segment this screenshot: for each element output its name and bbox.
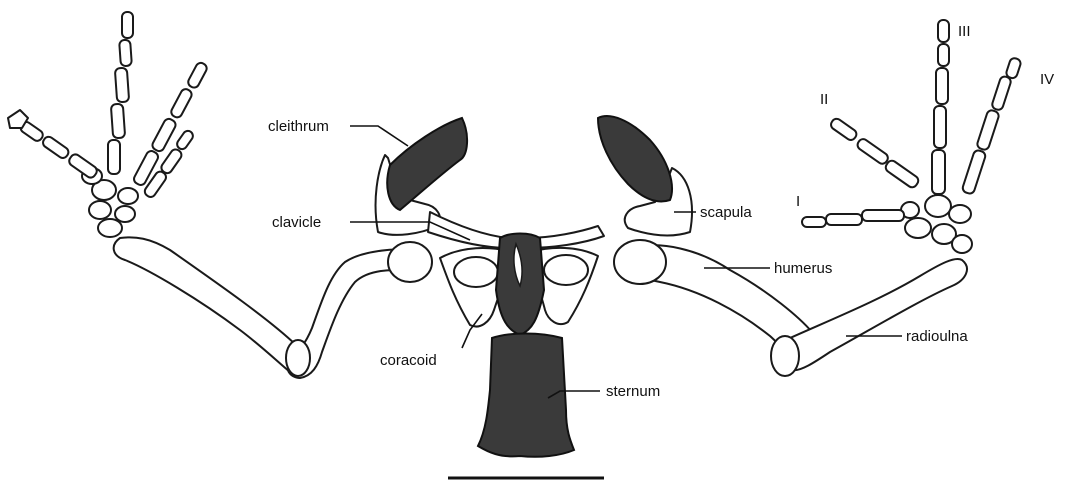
left-cleithrum	[387, 118, 467, 210]
label-digit-I: I	[796, 193, 800, 210]
right-digit-II	[829, 117, 920, 189]
left-digit-long	[108, 12, 133, 174]
right-scapula-group	[526, 116, 692, 248]
left-radioulna	[114, 237, 296, 372]
sternum	[478, 334, 574, 457]
label-sternum: sternum	[606, 383, 660, 400]
label-clavicle: clavicle	[272, 214, 321, 231]
cleithrum-leader	[350, 126, 408, 146]
label-radioulna: radioulna	[906, 328, 968, 345]
right-digit-IV	[961, 57, 1021, 195]
label-digit-II: II	[820, 91, 828, 108]
left-elbow	[286, 340, 310, 376]
label-scapula: scapula	[700, 204, 752, 221]
label-cleithrum: cleithrum	[268, 118, 329, 135]
label-digit-III: III	[958, 23, 971, 40]
left-coracoid-fenestra	[454, 257, 498, 287]
left-forelimb	[8, 12, 432, 378]
right-elbow	[771, 336, 799, 376]
right-coracoid-fenestra	[544, 255, 588, 285]
left-digit-outer	[8, 110, 99, 180]
left-clavicle	[428, 212, 508, 248]
left-humeral-head	[388, 242, 432, 282]
label-coracoid: coracoid	[380, 352, 437, 369]
label-digit-IV: IV	[1040, 71, 1054, 88]
right-digit-III	[932, 20, 949, 194]
label-humerus: humerus	[774, 260, 832, 277]
right-humeral-head	[614, 240, 666, 284]
right-carpals	[901, 195, 972, 253]
right-digit-I	[802, 210, 904, 227]
right-cleithrum	[598, 116, 672, 201]
